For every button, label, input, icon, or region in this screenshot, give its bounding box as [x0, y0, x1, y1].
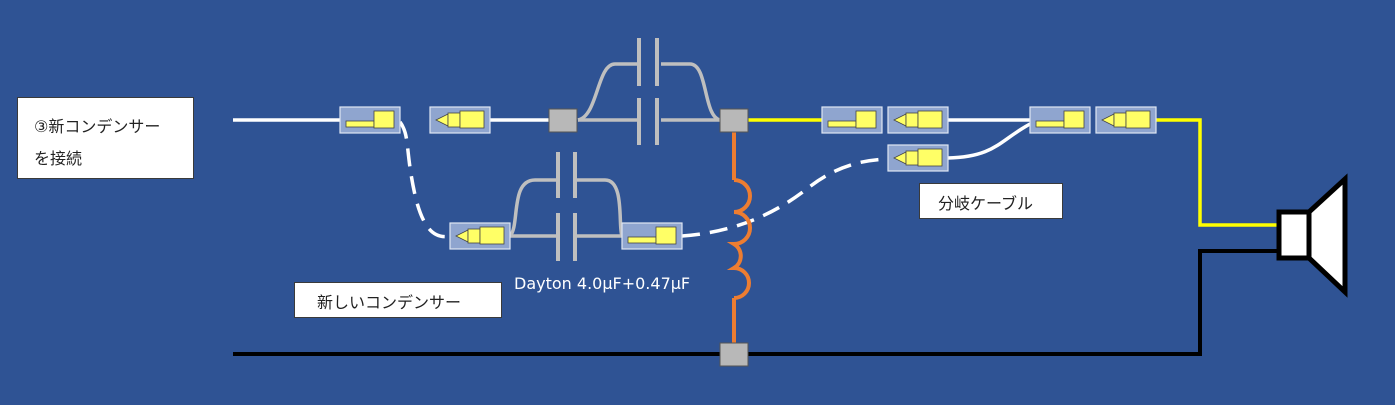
- top-capacitor-small: [637, 38, 659, 86]
- plug-connector-icon: [1029, 106, 1091, 134]
- plug-connector-icon: [1095, 106, 1157, 134]
- plug-connector-icon: [621, 222, 683, 250]
- new-capacitor-leads: [508, 178, 624, 238]
- dashed-cable-right: [681, 157, 889, 238]
- yellow-wire-speaker: [1156, 118, 1280, 227]
- plug-connector-icon: [821, 106, 883, 134]
- junction-block-icon: [719, 108, 749, 133]
- plug-connector-icon: [887, 106, 949, 134]
- plug-connector-icon: [449, 222, 511, 250]
- plug-connector-icon: [429, 106, 491, 134]
- junction-block-icon: [548, 108, 578, 133]
- step-label-line1: ③新コンデンサー: [34, 117, 161, 136]
- inductor-coil: [726, 132, 752, 343]
- new-capacitor-label: 新しいコンデンサー: [294, 282, 502, 318]
- branch-cable-label: 分岐ケーブル: [919, 183, 1063, 219]
- new-capacitor-small: [556, 152, 577, 198]
- plug-connector-icon: [339, 106, 401, 134]
- speaker-icon: [1276, 173, 1348, 298]
- step-label: ③新コンデンサー を接続: [17, 97, 194, 179]
- new-capacitor-large: [556, 213, 577, 261]
- branch-wire-bottom: [947, 122, 1031, 160]
- plug-connector-icon: [887, 144, 949, 172]
- dashed-cable-left: [398, 120, 453, 239]
- ground-wire: [233, 249, 1280, 356]
- capacitor-model-label: Dayton 4.0μF+0.47μF: [514, 274, 691, 293]
- step-label-line2: を接続: [34, 149, 83, 168]
- junction-block-icon: [719, 342, 749, 367]
- top-capacitor-large: [637, 98, 659, 145]
- top-capacitor-leads: [577, 62, 721, 122]
